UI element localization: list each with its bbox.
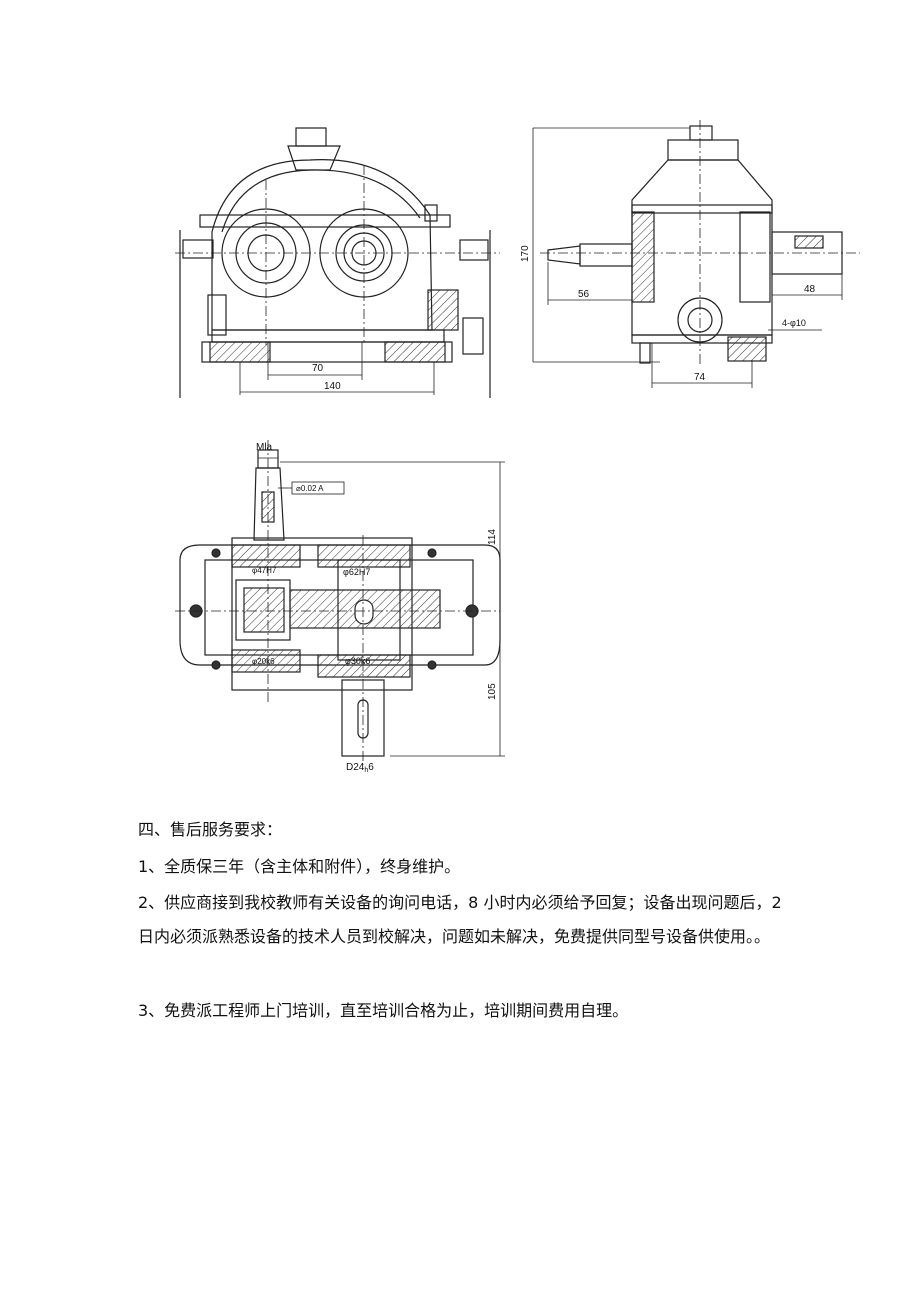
bore-47: φ47H7: [252, 566, 277, 575]
side-view-drawing: [532, 120, 860, 388]
dim-70: 70: [312, 363, 324, 374]
shaft-20: φ20k6: [252, 657, 275, 666]
dim-140: 140: [324, 381, 341, 392]
service-item-1: 1、全质保三年（含主体和附件），终身维护。: [138, 857, 461, 876]
service-item-2: 2、供应商接到我校教师有关设备的询问电话，8 小时内必须给予回复；设备出现问题后…: [138, 893, 782, 946]
dim-105: 105: [487, 683, 498, 700]
bore-62: φ62H7: [343, 567, 370, 577]
section-title: 四、售后服务要求：: [138, 820, 283, 839]
tolerance-frame: ⌀0.02 A: [296, 484, 324, 493]
service-item-3: 3、免费派工程师上门培训，直至培训合格为止，培训期间费用自理。: [138, 1001, 629, 1020]
front-view-drawing: [175, 127, 500, 398]
shaft-d24-label: D24: [346, 762, 365, 773]
dim-74: 74: [694, 372, 706, 383]
label-m1a: Mla: [256, 442, 273, 453]
shaft-d24: D24h6: [346, 762, 374, 774]
dim-114: 114: [487, 529, 498, 545]
dim-48: 48: [804, 284, 816, 295]
top-view-drawing: [175, 440, 505, 765]
dim-bolts: 4-φ10: [782, 318, 806, 328]
dim-170: 170: [520, 245, 531, 262]
shaft-30: φ30k6: [345, 656, 370, 666]
technical-drawings: 70 140: [175, 120, 860, 774]
dim-56: 56: [578, 289, 590, 300]
